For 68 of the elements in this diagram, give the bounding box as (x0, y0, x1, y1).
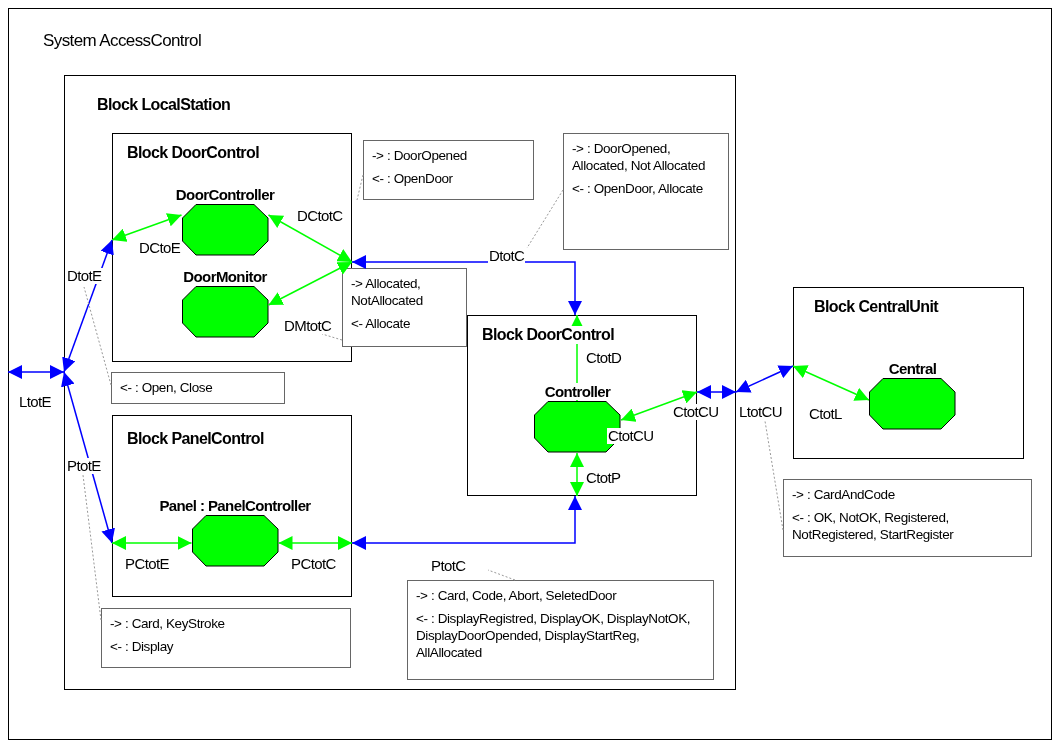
edge-label: CtotP (585, 470, 622, 486)
channel-arrow (351, 495, 582, 550)
note-text: <- : DisplayRegistred, DisplayOK, DisplayNotOK, DisplayDoorOpended, DisplayStartReg, AllAllocated (416, 610, 692, 661)
note-text: <- Allocate (351, 315, 411, 332)
edge-label: PCtotE (124, 556, 170, 572)
channel-arrow (111, 213, 183, 242)
edge-label: DtotC (488, 248, 526, 264)
note-box (783, 479, 1032, 557)
note-text: <- : Open, Close (120, 379, 214, 396)
leader-line (321, 333, 343, 341)
note-text: <- : OpenDoor, Allocate (572, 180, 704, 197)
block-frame (793, 287, 1024, 459)
leader-line (487, 569, 516, 581)
channel-arrow (7, 365, 65, 379)
channel-arrow (277, 536, 353, 550)
process-name: DoorMonitor (183, 268, 267, 285)
channel-arrow (735, 365, 794, 393)
note-text: -> : DoorOpened (372, 147, 468, 164)
edge-label: PtotE (66, 458, 102, 474)
edge-label: DCtotC (296, 208, 344, 224)
edge-label: LtotE (18, 394, 53, 410)
edge-label: PCtotC (290, 556, 337, 572)
leader-line (526, 189, 564, 249)
note-text: -> : CardAndCode (792, 486, 896, 503)
process-name: Panel : PanelController (159, 497, 311, 514)
note-box (563, 133, 729, 250)
process-name: Central (888, 360, 937, 377)
note-box (342, 268, 467, 347)
edge-label: DCtoE (138, 240, 182, 256)
edge-label: LtotCU (738, 404, 784, 420)
note-box (363, 140, 534, 200)
note-text: <- : OpenDoor (372, 170, 454, 187)
process-name: Controller (544, 383, 611, 400)
block-title: System AccessControl (43, 31, 202, 51)
leader-line (764, 420, 784, 531)
edge-label: CtotL (808, 406, 843, 422)
block-title: Block DoorControl (482, 326, 615, 344)
edge-label: DtotE (66, 268, 103, 284)
note-text: <- : Display (110, 638, 175, 655)
edge-label: CtotCU (672, 404, 720, 420)
block-frame (64, 75, 736, 690)
note-box (101, 608, 351, 668)
channel-arrow (792, 365, 870, 401)
edge-label: DMtotC (283, 318, 333, 334)
edge-label: CtotCU (607, 428, 655, 444)
system-frame (8, 8, 1052, 740)
channel-arrow (570, 452, 584, 497)
note-box (407, 580, 714, 680)
leader-line (82, 474, 102, 621)
leader-line (356, 174, 364, 201)
leader-line (83, 286, 112, 386)
note-text: -> Allocated, NotAllocated (351, 275, 424, 309)
note-text: -> : Card, KeyStroke (110, 615, 226, 632)
note-text: -> : DoorOpened, Allocated, Not Allocated (572, 140, 706, 174)
channel-arrow (111, 536, 193, 550)
channel-arrow (620, 390, 698, 422)
note-text: -> : Card, Code, Abort, SeletedDoor (416, 587, 618, 604)
note-text: <- : OK, NotOK, Registered, NotRegistered, StartRegister (792, 509, 955, 543)
channel-arrow (267, 214, 353, 263)
channel-arrow (62, 239, 114, 373)
process-name: DoorController (175, 186, 275, 203)
edge-label: PtotC (430, 558, 467, 574)
note-box (111, 372, 285, 404)
channel-arrow (267, 261, 353, 306)
edge-label: CtotD (585, 350, 623, 366)
channel-arrow (570, 314, 584, 402)
channel-arrow (696, 385, 737, 399)
channel-arrow (61, 371, 115, 544)
